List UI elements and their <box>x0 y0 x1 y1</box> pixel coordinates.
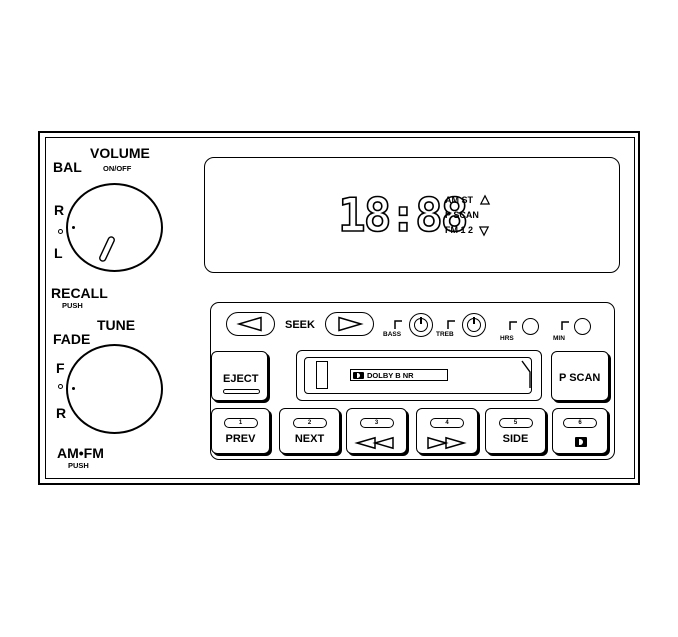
display-digits: 18:88 <box>337 188 469 242</box>
am-fm-push-label: PUSH <box>68 461 89 470</box>
fast-forward-icon <box>427 436 467 450</box>
p-scan-label: P SCAN <box>559 372 601 384</box>
seek-down-button[interactable] <box>226 312 275 336</box>
preset-4-number: 4 <box>430 418 464 428</box>
tune-knob[interactable] <box>66 344 163 434</box>
fm-indicator: FM 1 2 <box>445 225 474 235</box>
preset-2-next-button[interactable]: 2 NEXT <box>279 408 340 454</box>
p-scan-button[interactable]: P SCAN <box>551 351 609 401</box>
recall-push-label: PUSH <box>62 301 83 310</box>
preset-6-dolby-button[interactable]: 6 <box>552 408 608 454</box>
balance-left-label: L <box>54 245 63 261</box>
seek-up-button[interactable] <box>325 312 374 336</box>
hrs-label: HRS <box>500 335 514 342</box>
balance-right-label: R <box>54 202 65 218</box>
tune-label: TUNE <box>97 317 136 333</box>
eject-label: EJECT <box>223 373 259 385</box>
preset-2-label: NEXT <box>294 433 325 445</box>
display-window <box>204 157 620 273</box>
right-triangle-icon <box>338 316 364 332</box>
control-deck <box>210 302 615 460</box>
on-off-label: ON/OFF <box>103 164 132 173</box>
cassette-window <box>316 361 328 389</box>
radio-faceplate-inner <box>45 137 635 479</box>
bass-knob-indicator <box>420 317 422 324</box>
left-triangle-icon <box>236 316 262 332</box>
cassette-door <box>304 357 532 394</box>
balance-dot-icon <box>58 229 63 234</box>
rewind-icon <box>354 436 394 450</box>
hrs-bracket-icon <box>509 321 517 330</box>
fade-rear-label: R <box>56 405 67 421</box>
bass-bracket-icon <box>394 320 402 329</box>
preset-5-side-button[interactable]: 5 SIDE <box>485 408 546 454</box>
down-triangle-icon <box>478 226 490 237</box>
p-scan-indicator: P SCAN <box>445 210 479 220</box>
preset-4-fast-forward-button[interactable]: 4 <box>416 408 478 454</box>
preset-5-number: 5 <box>498 418 533 428</box>
bal-label: BAL <box>53 159 82 175</box>
dolby-icon <box>575 437 587 447</box>
radio-faceplate <box>38 131 640 485</box>
preset-3-number: 3 <box>359 418 394 428</box>
volume-pointer-icon <box>99 236 115 262</box>
preset-1-label: PREV <box>225 433 256 445</box>
recall-label: RECALL <box>51 285 108 301</box>
treb-bracket-icon <box>447 320 455 329</box>
treble-knob-indicator <box>473 317 475 324</box>
volume-knob[interactable] <box>66 183 163 272</box>
dolby-label: DOLBY B NR <box>367 371 414 380</box>
fade-dot-icon <box>58 384 63 389</box>
preset-5-label: SIDE <box>502 433 529 445</box>
dolby-icon <box>353 371 364 379</box>
fade-front-label: F <box>56 360 65 376</box>
volume-knob-dot-icon <box>72 226 75 229</box>
cassette-bevel-icon <box>521 360 531 388</box>
am-fm-label: AM•FM <box>57 445 104 461</box>
min-bracket-icon <box>561 321 569 330</box>
am-st-indicator: AM ST <box>445 195 473 205</box>
up-triangle-icon <box>479 194 491 205</box>
hours-button[interactable] <box>522 318 539 335</box>
treb-label: TREB <box>436 331 454 338</box>
treble-knob[interactable] <box>462 313 486 337</box>
fade-label: FADE <box>53 331 91 347</box>
volume-label: VOLUME <box>90 145 150 161</box>
bass-knob[interactable] <box>409 313 433 337</box>
preset-1-number: 1 <box>223 418 258 428</box>
dolby-badge: DOLBY B NR <box>350 369 448 381</box>
preset-3-rewind-button[interactable]: 3 <box>346 408 407 454</box>
preset-6-number: 6 <box>563 418 597 428</box>
cassette-slot[interactable] <box>296 350 542 401</box>
eject-button[interactable]: EJECT <box>211 351 268 401</box>
bass-label: BASS <box>383 331 402 338</box>
eject-bar-icon <box>223 389 260 394</box>
preset-2-number: 2 <box>292 418 327 428</box>
preset-1-prev-button[interactable]: 1 PREV <box>211 408 270 454</box>
seek-label: SEEK <box>285 319 315 331</box>
minutes-button[interactable] <box>574 318 591 335</box>
min-label: MIN <box>553 335 565 342</box>
tune-knob-dot-icon <box>72 387 75 390</box>
